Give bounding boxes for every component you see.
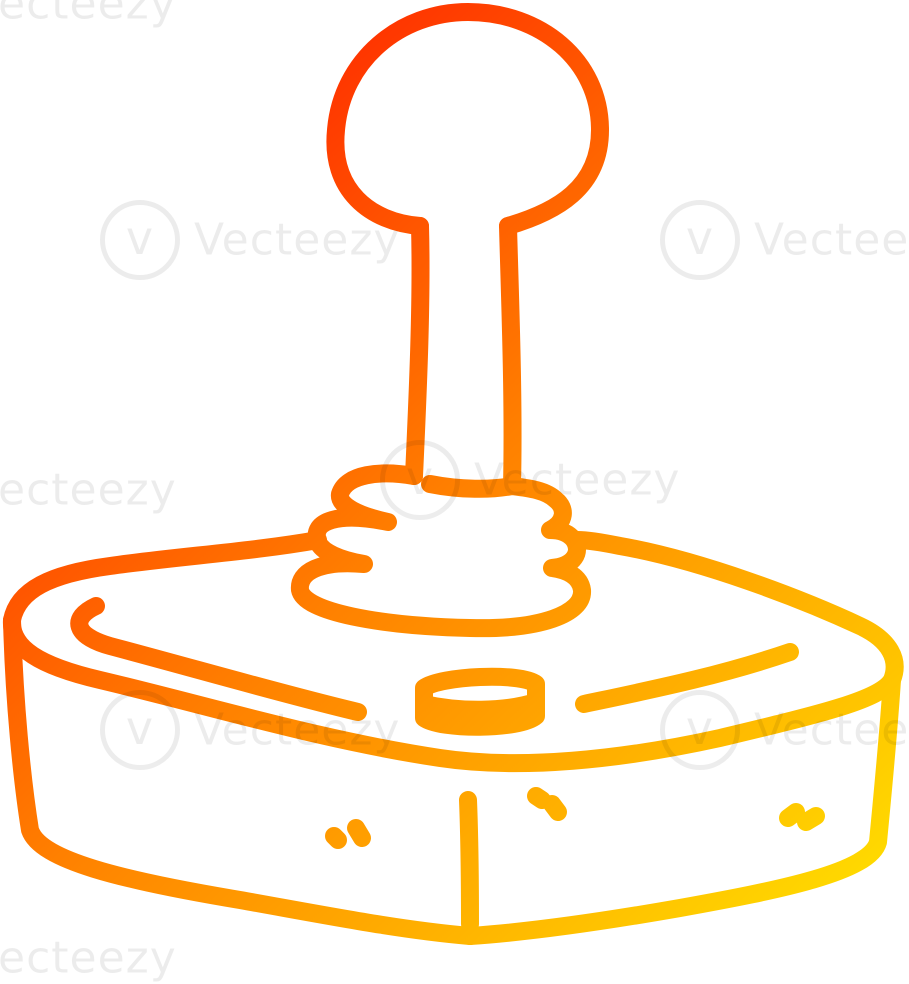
- joystick-shaft-right: [499, 217, 522, 495]
- base-mark-center: [527, 787, 567, 821]
- joystick-base-left-side: [3, 611, 479, 945]
- base-mark-right: [779, 803, 825, 831]
- joystick-base-right-side: [461, 671, 901, 945]
- joystick-base-top: [2, 531, 904, 773]
- base-button: [415, 667, 545, 736]
- base-highlight-left: [70, 597, 367, 721]
- joystick-ball: [326, 3, 609, 235]
- base-front-seam: [459, 791, 479, 933]
- base-highlight-right: [575, 643, 799, 713]
- joystick-shaft-left: [405, 217, 430, 485]
- joystick-boot: [290, 464, 591, 638]
- base-mark-left: [325, 819, 371, 849]
